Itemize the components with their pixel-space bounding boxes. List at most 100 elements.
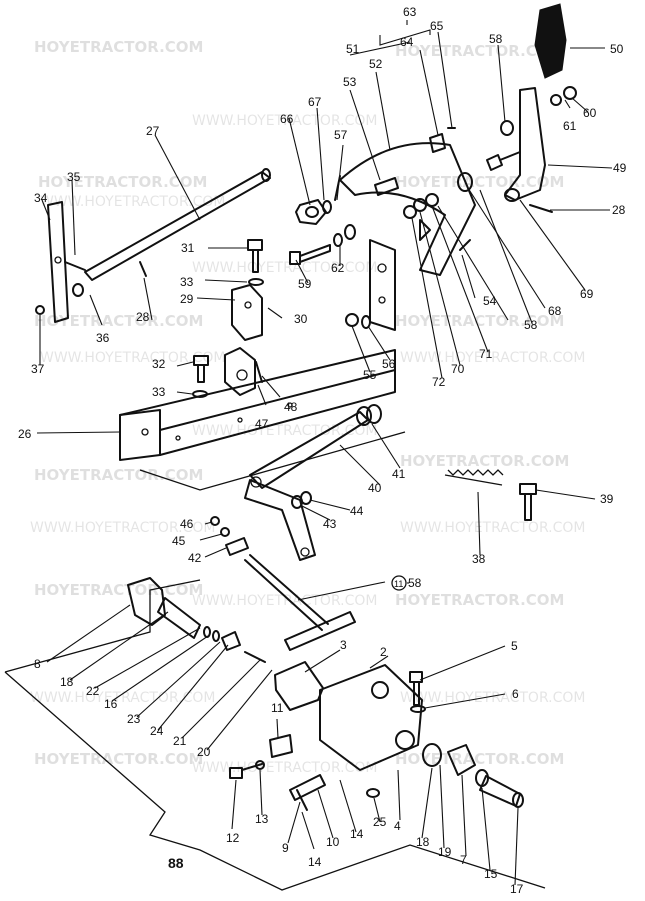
reference-label: 11 58 bbox=[391, 575, 422, 591]
callout-43: 43 bbox=[323, 517, 337, 531]
callout-13: 13 bbox=[255, 812, 269, 826]
control-rod bbox=[244, 554, 356, 651]
watermark: WWW.HOYETRACTOR.COM bbox=[400, 350, 586, 366]
callout-58-mid: 58 bbox=[524, 318, 538, 332]
callout-33-top: 33 bbox=[180, 275, 194, 289]
pin-35 bbox=[64, 261, 86, 271]
callout-18-left: 18 bbox=[60, 675, 74, 689]
watermark: WWW.HOYETRACTOR.COM bbox=[40, 350, 226, 366]
callout-20: 20 bbox=[197, 745, 211, 759]
callout-42: 42 bbox=[188, 551, 202, 565]
callout-54: 54 bbox=[483, 294, 497, 308]
callout-35: 35 bbox=[67, 170, 81, 184]
callout-12: 12 bbox=[226, 831, 240, 845]
pin-37 bbox=[35, 305, 45, 315]
watermark: HOYETRACTOR.COM bbox=[395, 750, 564, 768]
callout-52: 52 bbox=[369, 57, 383, 71]
callout-25: 25 bbox=[373, 815, 387, 829]
callout-40: 40 bbox=[368, 481, 382, 495]
washer-set-41 bbox=[356, 404, 382, 426]
pin-42 bbox=[225, 537, 249, 556]
bolt-12 bbox=[229, 763, 263, 779]
screw-54 bbox=[459, 239, 471, 251]
bolt-5 bbox=[409, 671, 423, 706]
callout-17: 17 bbox=[510, 882, 524, 896]
fitting-8 bbox=[127, 577, 201, 639]
callout-68: 68 bbox=[548, 304, 562, 318]
callout-21: 21 bbox=[173, 734, 187, 748]
callout-3: 3 bbox=[340, 638, 347, 652]
callout-65: 65 bbox=[430, 19, 444, 33]
callout-27: 27 bbox=[146, 124, 160, 138]
leader-lines bbox=[36, 20, 613, 886]
watermark: HOYETRACTOR.COM bbox=[34, 581, 203, 599]
washer-33-lower bbox=[192, 390, 208, 398]
callout-5: 5 bbox=[511, 639, 518, 653]
bolt-59 bbox=[289, 244, 331, 265]
bolt-39 bbox=[519, 483, 537, 521]
callout-22: 22 bbox=[86, 684, 100, 698]
valve-body-2 bbox=[319, 664, 423, 771]
clip-46 bbox=[210, 516, 220, 526]
callout-56: 56 bbox=[382, 357, 396, 371]
watermark: WWW.HOYETRACTOR.COM bbox=[30, 690, 216, 706]
watermark: WWW.HOYETRACTOR.COM bbox=[192, 760, 378, 776]
callout-38: 38 bbox=[472, 552, 486, 566]
callout-28-right: 28 bbox=[612, 203, 626, 217]
callout-10: 10 bbox=[326, 835, 340, 849]
bracket-26 bbox=[119, 349, 406, 491]
callout-9: 9 bbox=[282, 841, 289, 855]
reference-text: 58 bbox=[408, 576, 422, 590]
callout-37: 37 bbox=[31, 362, 45, 376]
callout-63: 63 bbox=[403, 5, 417, 19]
callout-72: 72 bbox=[432, 375, 446, 389]
spring-pin-14 bbox=[296, 789, 308, 811]
watermark: WWW.HOYETRACTOR.COM bbox=[400, 690, 586, 706]
fitting-7 bbox=[447, 744, 476, 776]
callout-14-a: 14 bbox=[350, 827, 364, 841]
quadrant-52 bbox=[339, 142, 476, 276]
callout-59: 59 bbox=[298, 277, 312, 291]
washer-36 bbox=[72, 283, 84, 297]
callout-26: 26 bbox=[18, 427, 32, 441]
watermark: HOYETRACTOR.COM bbox=[34, 466, 203, 484]
callout-70: 70 bbox=[451, 362, 465, 376]
callout-50: 50 bbox=[610, 42, 624, 56]
callout-45: 45 bbox=[172, 534, 186, 548]
watermark: HOYETRACTOR.COM bbox=[34, 750, 203, 768]
nut-55 bbox=[345, 313, 359, 327]
page-number: 88 bbox=[168, 855, 184, 871]
knob-66 bbox=[295, 199, 327, 225]
reference-circled: 11 bbox=[394, 579, 403, 589]
upright-plate bbox=[369, 239, 396, 331]
washer-set-62 bbox=[333, 224, 356, 247]
oring-18 bbox=[422, 743, 442, 767]
watermark: WWW.HOYETRACTOR.COM bbox=[400, 520, 586, 536]
watermark: HOYETRACTOR.COM bbox=[395, 42, 564, 60]
washer-45 bbox=[220, 527, 230, 537]
watermark: WWW.HOYETRACTOR.COM bbox=[192, 260, 378, 276]
nut-72 bbox=[403, 205, 417, 219]
washer-70 bbox=[413, 198, 427, 212]
callout-62: 62 bbox=[331, 261, 345, 275]
watermark: HOYETRACTOR.COM bbox=[395, 591, 564, 609]
watermark: HOYETRACTOR.COM bbox=[34, 312, 203, 330]
callout-36: 36 bbox=[96, 331, 110, 345]
callout-53: 53 bbox=[343, 75, 357, 89]
pin-28-left bbox=[139, 261, 147, 277]
callout-7: 7 bbox=[460, 853, 467, 867]
washer-71 bbox=[425, 193, 439, 207]
spring-38 bbox=[444, 469, 504, 486]
callout-4: 4 bbox=[394, 819, 401, 833]
callout-48: 48 bbox=[284, 400, 298, 414]
bolt-upper bbox=[486, 151, 521, 171]
block-47 bbox=[224, 347, 256, 396]
watermark: WWW.HOYETRACTOR.COM bbox=[40, 194, 226, 210]
callout-15: 15 bbox=[484, 867, 498, 881]
callout-32: 32 bbox=[152, 357, 166, 371]
watermark: WWW.HOYETRACTOR.COM bbox=[192, 113, 378, 129]
arm-lever bbox=[244, 479, 316, 561]
watermark-layer: HOYETRACTOR.COM HOYETRACTOR.COM WWW.HOYE… bbox=[30, 38, 586, 776]
callout-8: 8 bbox=[34, 657, 41, 671]
watermark: WWW.HOYETRACTOR.COM bbox=[30, 520, 216, 536]
